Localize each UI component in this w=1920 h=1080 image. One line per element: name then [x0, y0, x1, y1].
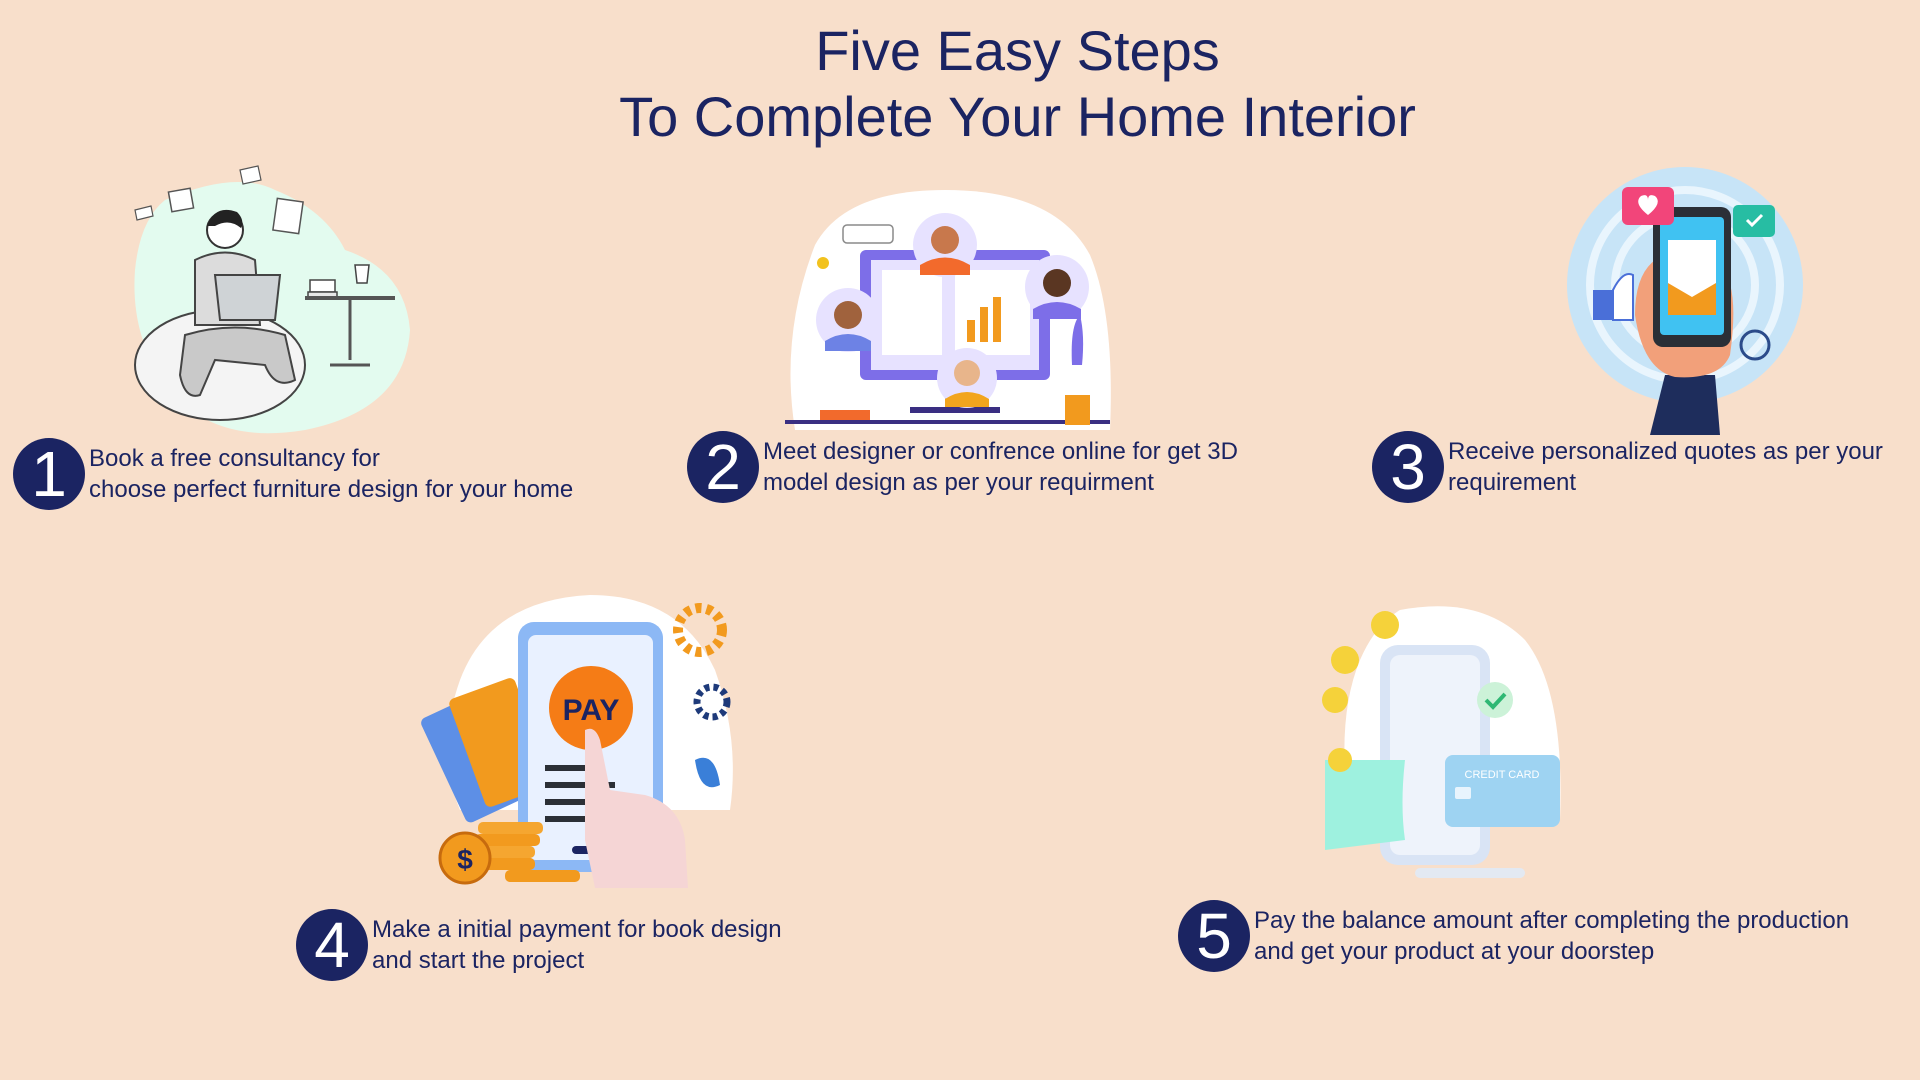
step-description-line-1: Pay the balance amount after completing …: [1254, 907, 1850, 934]
payment-illustration: PAY $: [421, 595, 733, 888]
step-description: Book a free consultancy for choose perfe…: [89, 443, 573, 505]
balance-payment-illustration: CREDIT CARD: [1322, 606, 1561, 878]
step-3: 3 Receive personalized quotes as per you…: [1372, 431, 1883, 503]
step-5: 5 Pay the balance amount after completin…: [1178, 900, 1849, 972]
step-description-line-1: Meet designer or confrence online for ge…: [763, 438, 1238, 465]
step-description-line-2: requirement: [1448, 469, 1577, 496]
video-conference-illustration: [785, 190, 1111, 430]
svg-text:$: $: [457, 844, 473, 875]
step-number-badge: 4: [296, 909, 368, 981]
man-laptop-illustration: [134, 165, 410, 434]
step-number-badge: 2: [687, 431, 759, 503]
credit-card-label: CREDIT CARD: [1465, 769, 1540, 781]
step-description-line-1: Book a free consultancy for: [89, 445, 380, 472]
step-1: 1 Book a free consultancy for choose per…: [13, 438, 573, 510]
step-description-line-2: choose perfect furniture design for your…: [89, 476, 574, 503]
step-description: Receive personalized quotes as per your …: [1448, 436, 1883, 498]
step-description: Meet designer or confrence online for ge…: [763, 436, 1238, 498]
step-number-badge: 1: [13, 438, 85, 510]
title-line-2: To Complete Your Home Interior: [619, 85, 1416, 148]
title-line-1: Five Easy Steps: [815, 19, 1220, 82]
step-description: Make a initial payment for book design a…: [372, 914, 782, 976]
step-description-line-2: model design as per your requirment: [763, 469, 1154, 496]
step-2: 2 Meet designer or confrence online for …: [687, 431, 1238, 503]
step-4: 4 Make a initial payment for book design…: [296, 909, 782, 981]
pay-label: PAY: [563, 694, 620, 727]
phone-quote-illustration: [1567, 167, 1803, 435]
step-description-line-2: and get your product at your doorstep: [1254, 938, 1655, 965]
step-description-line-2: and start the project: [372, 947, 585, 974]
step-description-line-1: Make a initial payment for book design: [372, 916, 782, 943]
step-description-line-1: Receive personalized quotes as per your: [1448, 438, 1883, 465]
step-description: Pay the balance amount after completing …: [1254, 905, 1849, 967]
step-number-badge: 3: [1372, 431, 1444, 503]
step-number-badge: 5: [1178, 900, 1250, 972]
page-title: Five Easy Steps To Complete Your Home In…: [0, 18, 1920, 150]
